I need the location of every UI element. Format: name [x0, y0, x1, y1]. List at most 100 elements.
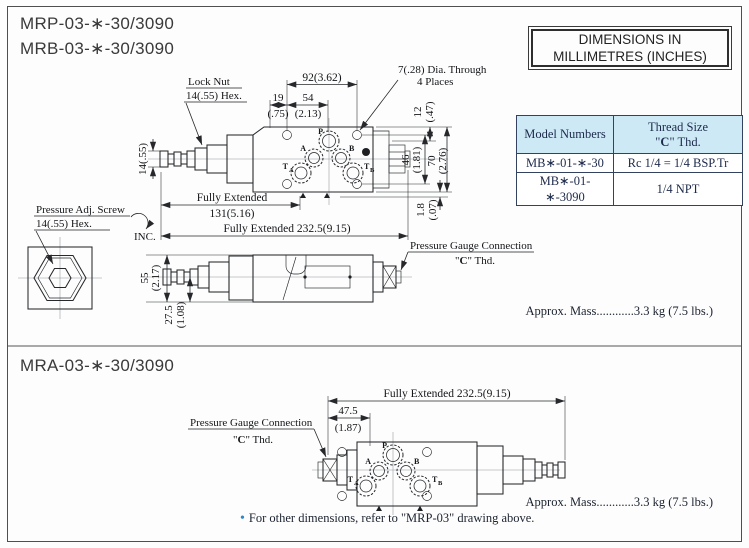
page-title-mrp: MRP-03-∗-30/3090: [20, 14, 175, 33]
dim-box-line2: MILLIMETRES (INCHES): [553, 49, 707, 64]
lock-nut-label-line1: Lock Nut: [188, 76, 230, 88]
dim-12: 12: [412, 107, 424, 118]
page-title-mrb: MRB-03-∗-30/3090: [20, 39, 175, 58]
port-TA: [355, 475, 377, 497]
dia-note-line2: 4 Places: [417, 76, 453, 88]
lower-dimensions: Fully Extended 232.5(9.15) 47.5 (1.87) P…: [188, 388, 566, 460]
adj-screw-label-line1: Pressure Adj. Screw: [36, 204, 125, 216]
dim-27-5-in: (1.08): [175, 301, 187, 328]
dim-fully-extended-2325: Fully Extended 232.5(9.15): [223, 223, 350, 235]
port-label-ta: T: [348, 475, 354, 484]
lock-nut-label-line2: 14(.55) Hex.: [186, 90, 242, 102]
dim-14: 14(.55): [137, 143, 149, 175]
c-letter: C: [660, 134, 670, 149]
thread-size-table: Model Numbers Thread Size "C" Thd. MB∗-0…: [516, 115, 743, 206]
bolt-hole: [337, 491, 347, 501]
dim-55-in: (2.17): [150, 264, 162, 291]
dim-46-in: (1.81): [411, 146, 423, 173]
gauge-connection-thread: "C" Thd.: [233, 434, 273, 446]
port-label-tb: T: [432, 475, 438, 484]
lower-top-view: P A B T A T B: [312, 432, 566, 515]
hex-end-view: [18, 237, 102, 319]
port-TB: [342, 162, 364, 184]
dim-92: 92(3.62): [302, 72, 341, 84]
port-label-ta: T: [283, 162, 289, 171]
port-A: [369, 461, 389, 481]
dim-fully-extended-2325: Fully Extended 232.5(9.15): [383, 388, 510, 400]
port-label-p: P: [318, 127, 323, 136]
dim-70-in: (2.76): [437, 147, 449, 174]
footnote: •For other dimensions, refer to "MRP-03"…: [240, 511, 534, 527]
port-label-a: A: [365, 457, 371, 466]
port-B: [396, 461, 416, 481]
bolt-hole: [282, 179, 292, 189]
port-label-p: P: [382, 441, 387, 450]
port-TA: [290, 162, 312, 184]
dim-12-in: (.47): [424, 101, 436, 122]
dim-70: 70: [426, 155, 438, 167]
inc-label: INC.: [134, 231, 156, 243]
dim-1-8-in: (.07): [427, 199, 439, 220]
dimensions-units-box: DIMENSIONS IN MILLIMETRES (INCHES): [528, 26, 732, 70]
hex-socket: [48, 267, 72, 289]
page-border: [7, 6, 742, 542]
port-label-a: A: [300, 144, 306, 153]
dim-1-8: 1.8: [415, 203, 427, 217]
dim-131: 131(5.16): [209, 208, 254, 220]
port-label-tb-sub: B: [438, 480, 443, 487]
port-A: [304, 148, 324, 168]
approx-mass-upper: Approx. Mass............3.3 kg (7.5 lbs.…: [525, 304, 714, 318]
port-label-ta-sub: A: [354, 480, 359, 487]
thread-size-header-line2: "C" Thd.: [618, 135, 738, 150]
model-cell-0: MB∗-01-∗-30: [516, 153, 614, 173]
note-text: For other dimensions, refer to "MRP-03" …: [248, 511, 535, 525]
port-P: [318, 130, 340, 152]
valve-body-top-view: [252, 126, 374, 193]
increase-arrow: [130, 213, 155, 230]
upper-top-view: P A B T A T B: [148, 118, 448, 205]
dim-54-in: (2.13): [295, 108, 322, 120]
port-label-ta-sub: A: [289, 167, 294, 174]
bolt-hole: [282, 130, 292, 140]
thread-cell-0: Rc 1/4 = 1/4 BSP.Tr: [613, 153, 743, 173]
dim-box-line1: DIMENSIONS IN: [578, 32, 682, 47]
dim-46: 46: [400, 154, 412, 166]
dim-27-5: 27.5: [163, 305, 175, 325]
section2-title-mra: MRA-03-∗-30/3090: [20, 356, 175, 375]
thread-size-header-line1: Thread Size: [647, 119, 709, 134]
dim-55: 55: [139, 272, 151, 284]
gauge-connection-thread: "C" Thd.: [455, 255, 495, 267]
dimensions-units-box-inner: DIMENSIONS IN MILLIMETRES (INCHES): [531, 29, 729, 67]
port-P: [382, 444, 404, 466]
gauge-connection-label: Pressure Gauge Connection: [190, 417, 313, 429]
table-row: MB∗-01-∗-30 Rc 1/4 = 1/4 BSP.Tr: [516, 153, 743, 173]
quote-open: ": [655, 134, 661, 149]
model-cell-1: MB∗-01-∗-3090: [516, 172, 614, 206]
port-label-b: B: [349, 144, 355, 153]
bolt-hole: [422, 447, 432, 457]
col-header-thread-size: Thread Size "C" Thd.: [613, 115, 743, 154]
dim-47-5-in: (1.87): [335, 422, 362, 434]
bolt-hole: [352, 179, 362, 189]
approx-mass-lower: Approx. Mass............3.3 kg (7.5 lbs.…: [525, 495, 714, 509]
plugged-port-dot: [362, 148, 370, 156]
bolt-hole: [337, 447, 347, 457]
bolt-hole: [352, 130, 362, 140]
valve-body-side-view: [252, 254, 374, 303]
c-tail: " Thd.: [669, 134, 701, 149]
table-row: MB∗-01-∗-3090 1/4 NPT: [516, 172, 743, 206]
dim-19-in: (.75): [267, 108, 288, 120]
dim-19: 19: [273, 92, 285, 104]
note-bullet: •: [240, 511, 245, 526]
adj-screw-label-line2: 14(.55) Hex.: [36, 218, 92, 230]
dim-47-5: 47.5: [338, 405, 358, 417]
fully-extended-label: Fully Extended: [197, 192, 268, 204]
col-header-model-numbers: Model Numbers: [516, 115, 614, 154]
upper-side-view: 55 (2.17) 27.5 (1.08) Pressure Gauge Con…: [139, 240, 534, 328]
dia-note-line1: 7(.28) Dia. Through: [398, 64, 487, 76]
thread-cell-1: 1/4 NPT: [613, 172, 743, 206]
table-header-row: Model Numbers Thread Size "C" Thd.: [516, 115, 743, 154]
port-label-tb-sub: B: [370, 167, 375, 174]
